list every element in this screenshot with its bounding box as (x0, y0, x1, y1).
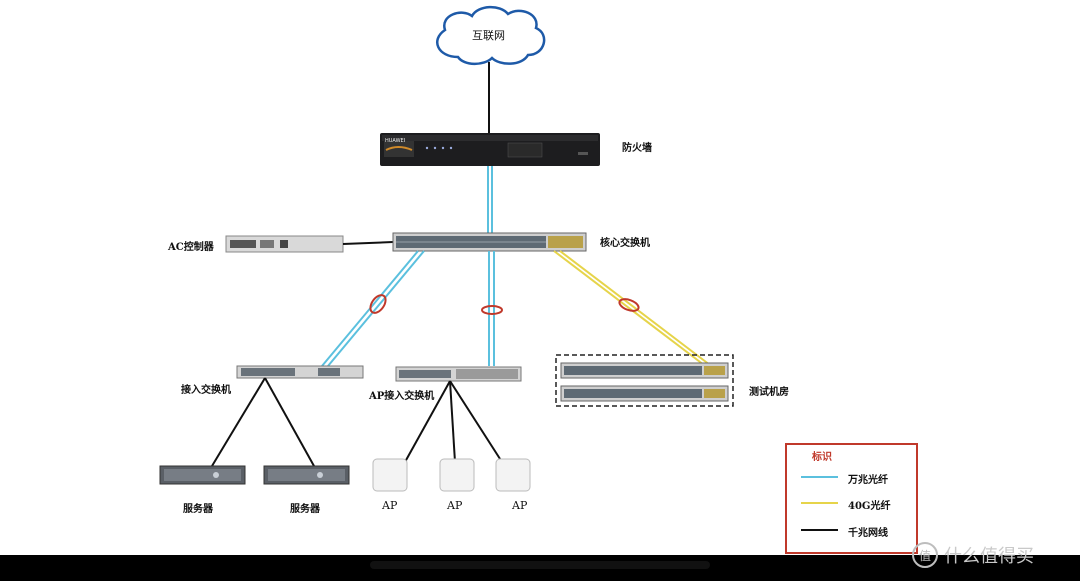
legend-label-gigabit: 千兆网线 (848, 528, 888, 539)
access-point-2-icon (439, 458, 475, 492)
link-aggregation-ring (618, 298, 640, 312)
link-core-test-room (553, 250, 711, 366)
server-2-label: 服务器 (290, 504, 320, 515)
link-ac-core (342, 241, 394, 245)
ap-1-label: AP (382, 499, 398, 512)
link-access-server (264, 377, 315, 467)
link-firewall-core (487, 166, 493, 235)
test-room-label: 测试机房 (749, 387, 789, 398)
access-point-3-icon (495, 458, 531, 492)
link-aggregation-ring (481, 305, 503, 315)
firewall-brand-text: HUAWEI (385, 138, 405, 144)
ap-access-switch-device-icon (395, 366, 522, 382)
link-ap-switch-ap (404, 380, 451, 463)
ac-controller-device-icon (225, 235, 344, 253)
legend-label-10g: 万兆光纤 (848, 475, 888, 486)
legend-label-40g: 40G光纤 (848, 501, 891, 512)
access-switch-device-icon (236, 365, 364, 379)
internet-label: 互联网 (472, 29, 505, 42)
ap-3-label: AP (512, 499, 528, 512)
link-access-server (211, 377, 266, 467)
ac-controller-label: AC控制器 (168, 242, 214, 253)
legend-title: 标识 (812, 452, 832, 463)
server-1-label: 服务器 (183, 504, 213, 515)
core-switch-device-icon (392, 232, 587, 252)
watermark: 值 什么值得买 (912, 541, 1072, 569)
firewall-label: 防火墙 (622, 143, 652, 154)
test-room-group (555, 354, 734, 407)
link-core-ap-switch (488, 251, 495, 366)
firewall-device-icon (380, 133, 600, 166)
ap-2-label: AP (447, 499, 463, 512)
ap-access-switch-label: AP接入交换机 (369, 391, 435, 402)
test-room-switch-icon (560, 362, 729, 379)
internet-cloud-icon (436, 5, 546, 66)
server-1-device-icon (159, 465, 246, 485)
test-room-switch-icon (560, 385, 729, 402)
watermark-text: 什么值得买 (944, 546, 1034, 567)
link-ap-switch-ap (449, 380, 503, 463)
core-switch-label: 核心交换机 (600, 238, 650, 249)
server-2-device-icon (263, 465, 350, 485)
link-aggregation-ring (369, 294, 387, 314)
link-ap-switch-ap (449, 380, 456, 463)
legend-box (785, 443, 918, 554)
access-switch-label: 接入交换机 (181, 385, 231, 396)
access-point-1-icon (372, 458, 408, 492)
watermark-logo-icon: 值 (912, 542, 938, 568)
home-indicator-bar[interactable] (370, 561, 710, 569)
